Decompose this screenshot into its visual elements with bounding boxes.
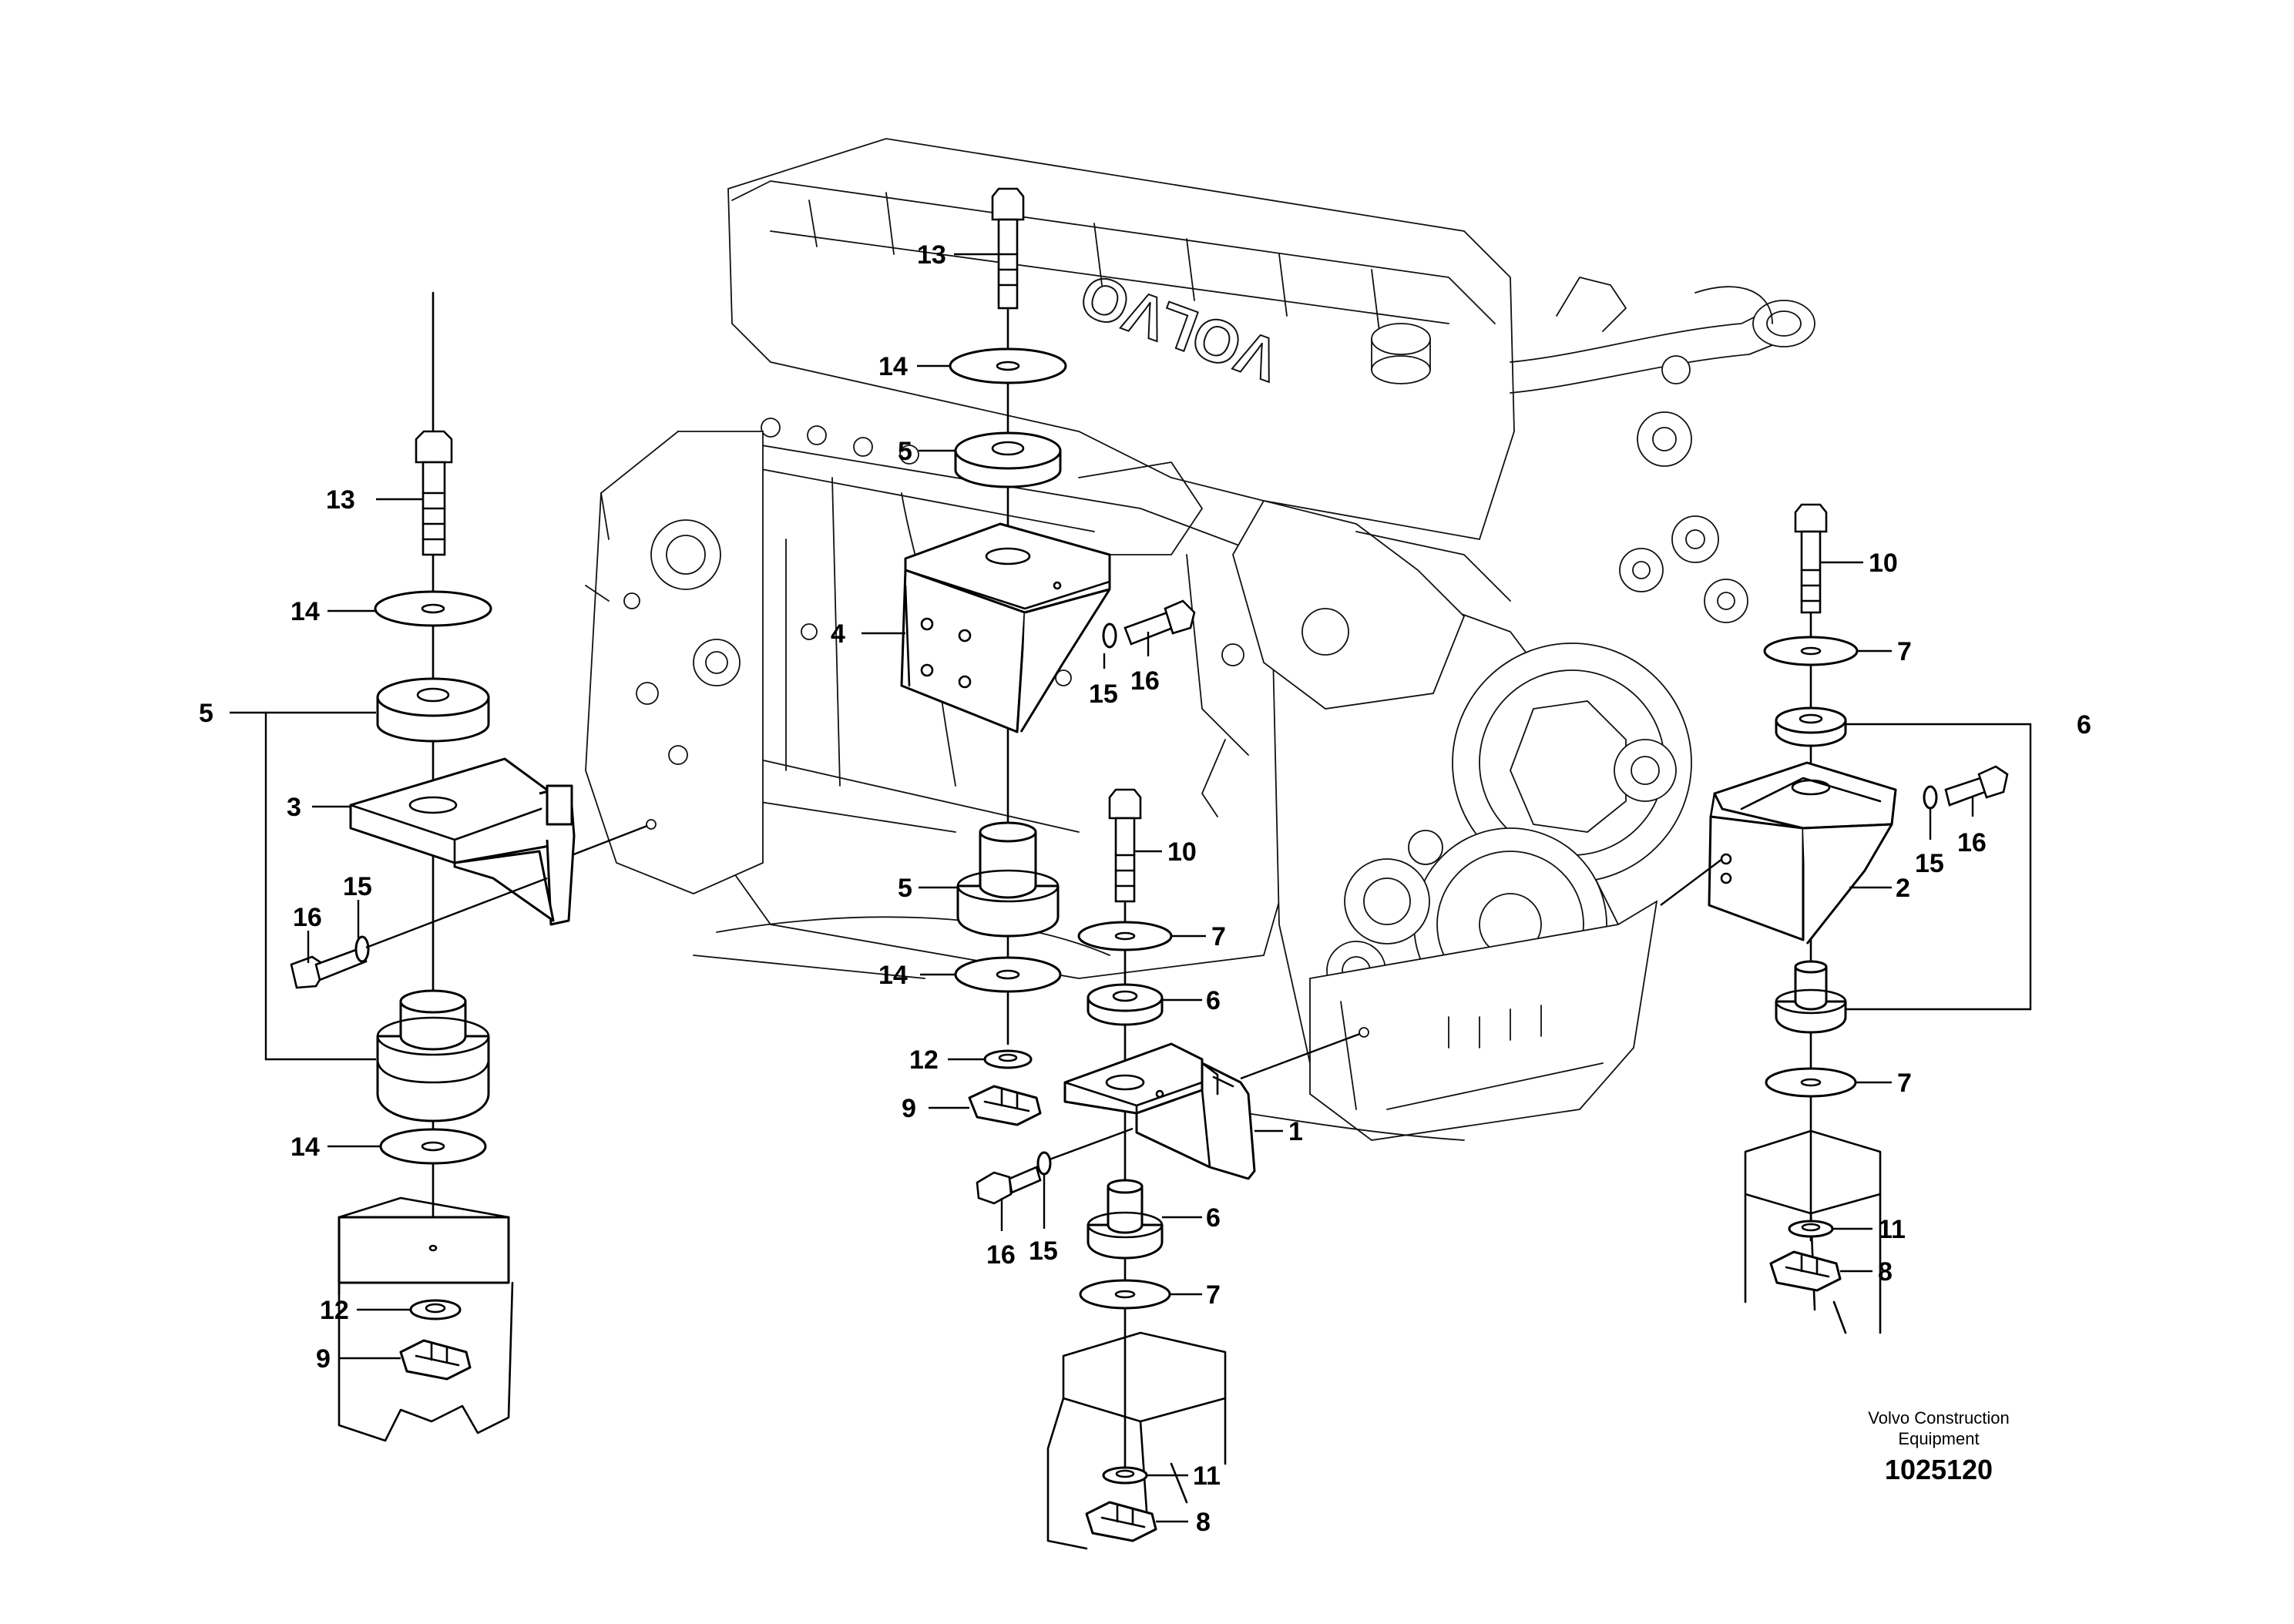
callout-11-right: 11 (1878, 1215, 1906, 1244)
callout-16-left: 16 (293, 903, 322, 932)
bolt-16-left (290, 946, 368, 989)
callout-11-center: 11 (1193, 1461, 1221, 1491)
callout-8-right: 8 (1878, 1257, 1893, 1287)
washer-7-right-bottom (1765, 1067, 1857, 1098)
bracket-1 (1063, 1042, 1256, 1180)
callout-numbers: 13 14 5 3 16 15 14 12 9 13 14 5 4 15 16 … (199, 240, 2091, 1537)
washer-7-center-bottom (1079, 1279, 1171, 1310)
clip-9-center (968, 1085, 1042, 1126)
frame-left (338, 1196, 514, 1442)
callout-10-center: 10 (1167, 837, 1197, 867)
callout-2: 2 (1896, 874, 1910, 903)
bushing-5-left-bottom (376, 989, 490, 1122)
callout-6-center-top: 6 (1206, 986, 1221, 1015)
callout-16-right: 16 (1957, 828, 1987, 857)
callout-6-right: 6 (2077, 710, 2091, 740)
callout-7-right-top: 7 (1897, 637, 1912, 666)
washer-15-center-bottom (1036, 1151, 1052, 1176)
washer-12-center (983, 1049, 1033, 1069)
callout-7-center-bottom: 7 (1206, 1280, 1221, 1310)
bushing-6-center-bottom (1087, 1179, 1164, 1260)
callout-15-right: 15 (1915, 849, 1944, 878)
callout-6-center-bottom: 6 (1206, 1203, 1221, 1233)
bolt-13-left (415, 430, 453, 556)
bolt-16-center-top (1123, 599, 1196, 646)
callout-7-center-top: 7 (1211, 922, 1226, 951)
bolt-16-right (1944, 765, 2009, 807)
callout-14-center-bottom: 14 (878, 961, 908, 990)
bolt-13-center (991, 187, 1025, 310)
callout-15-center-bottom: 15 (1029, 1236, 1058, 1266)
bushing-6-right-bottom (1775, 960, 1847, 1034)
callout-5-center-bottom: 5 (898, 874, 912, 903)
lower-center-mount-group (976, 788, 1369, 1550)
credit-line-2: Equipment (1898, 1429, 1979, 1448)
washer-15-center-top (1102, 622, 1117, 649)
callout-4: 4 (831, 619, 845, 649)
callout-5-left: 5 (199, 699, 213, 728)
washer-15-right (1923, 785, 1938, 810)
bushing-5-left-top (376, 677, 490, 743)
bolt-10-right (1794, 503, 1828, 614)
callout-12-center: 12 (909, 1045, 939, 1075)
washer-14-center-bottom (954, 956, 1062, 993)
clip-8-right (1769, 1250, 1842, 1292)
frame-center (1046, 1331, 1227, 1550)
upper-center-mount-group (900, 187, 1196, 1126)
credit-block: Volvo Construction Equipment 1025120 (1868, 1408, 2009, 1485)
left-mount-group (290, 291, 657, 1442)
bolt-10-center (1108, 788, 1142, 903)
callout-14-left-top: 14 (291, 597, 320, 626)
washer-14-left-bottom (379, 1128, 487, 1165)
group-line-5-left (264, 711, 376, 1061)
callout-12-left: 12 (320, 1296, 349, 1325)
bushing-6-center-top (1087, 983, 1164, 1026)
bracket-2 (1708, 761, 1897, 945)
callout-16-center-top: 16 (1130, 666, 1160, 696)
group-line-6-right (1846, 723, 2032, 1011)
callout-14-left-bottom: 14 (291, 1132, 320, 1162)
bracket-4 (900, 522, 1111, 733)
callout-15-left: 15 (343, 872, 372, 901)
callout-8-center: 8 (1196, 1508, 1211, 1537)
bushing-6-right-top (1775, 706, 1847, 747)
washer-14-center-top (949, 347, 1067, 384)
right-mount-group (1660, 503, 2009, 1334)
clip-9-left (399, 1339, 472, 1381)
callout-1: 1 (1288, 1117, 1303, 1146)
bushing-5-center-bottom (956, 821, 1060, 938)
callout-13-center: 13 (917, 240, 946, 270)
callout-9-center: 9 (902, 1094, 916, 1123)
washer-7-right-top (1763, 636, 1859, 666)
engine-illustration: VOLVO (585, 138, 1815, 1141)
callout-9-left: 9 (316, 1344, 331, 1374)
callout-16-center-bottom: 16 (986, 1240, 1016, 1270)
bolt-16-center-bottom (976, 1166, 1042, 1205)
callout-leaders (230, 253, 1974, 1523)
bushing-5-center-top (954, 431, 1062, 488)
callout-14-center-top: 14 (878, 352, 908, 381)
part-number: 1025120 (1885, 1454, 1993, 1485)
clip-8-center (1085, 1501, 1157, 1542)
callout-3: 3 (287, 793, 301, 822)
washer-15-left (354, 935, 370, 963)
credit-line-1: Volvo Construction (1868, 1408, 2009, 1428)
washer-12-left (409, 1299, 462, 1320)
callout-7-right-bottom: 7 (1897, 1069, 1912, 1098)
callout-13-left: 13 (326, 485, 355, 515)
callout-15-center-top: 15 (1089, 679, 1118, 709)
bracket-3 (349, 757, 576, 926)
washer-14-left-top (374, 590, 492, 627)
washer-7-center-top (1077, 921, 1173, 951)
callout-10-right: 10 (1869, 549, 1898, 578)
callout-5-center-top: 5 (898, 437, 912, 466)
